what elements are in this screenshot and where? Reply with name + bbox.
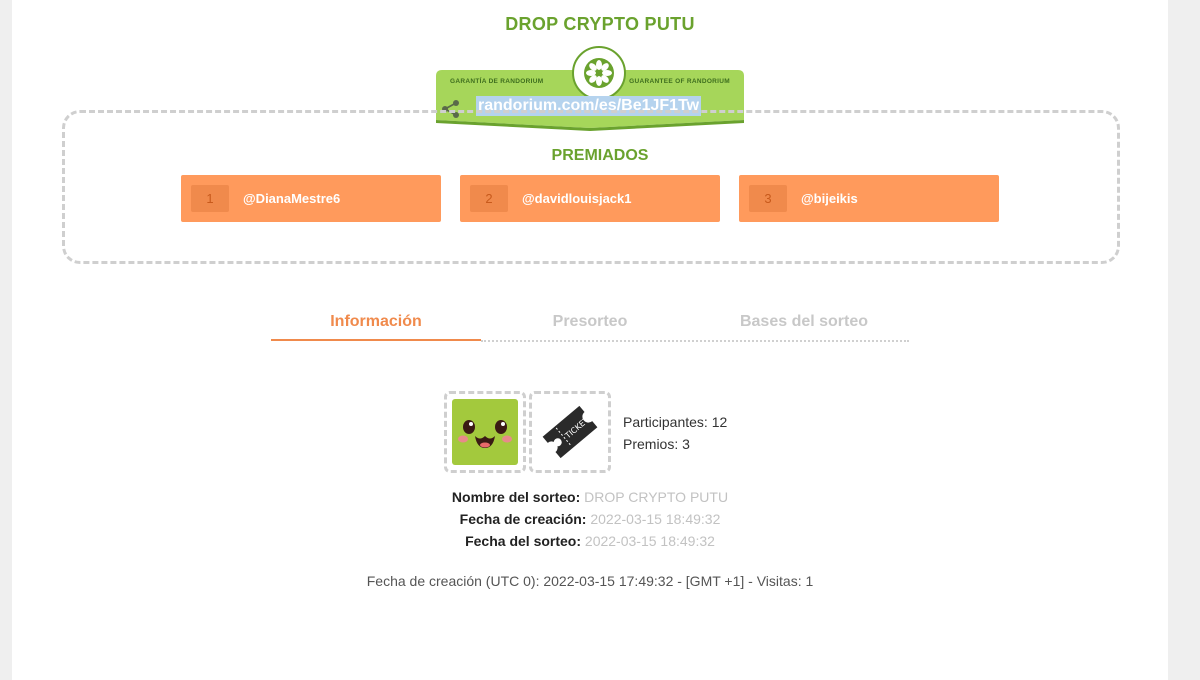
winner-name: @bijeikis bbox=[801, 191, 858, 206]
ticket-icon: TICKET bbox=[542, 405, 598, 459]
raffle-name-label: Nombre del sorteo: bbox=[451, 489, 581, 505]
winners-heading: PREMIADOS bbox=[551, 147, 649, 164]
footer-meta: Fecha de creación (UTC 0): 2022-03-15 17… bbox=[366, 573, 814, 589]
tab-divider bbox=[481, 340, 909, 342]
participants-count: Participantes: 12 bbox=[623, 414, 728, 430]
tab-active-indicator bbox=[271, 339, 481, 341]
creation-date-row: Fecha de creación: 2022-03-15 18:49:32 bbox=[0, 511, 1180, 527]
raffle-image-frame bbox=[444, 391, 526, 473]
winner-card[interactable]: 1 @DianaMestre6 bbox=[181, 175, 441, 222]
winners-panel bbox=[62, 110, 1120, 264]
raffle-name-value: DROP CRYPTO PUTU bbox=[584, 489, 729, 505]
draw-date-value: 2022-03-15 18:49:32 bbox=[584, 533, 715, 549]
guarantee-right-text: GUARANTEE OF RANDORIUM bbox=[629, 78, 730, 85]
winner-position: 3 bbox=[749, 185, 787, 212]
winner-card[interactable]: 3 @bijeikis bbox=[739, 175, 999, 222]
prizes-count: Premios: 3 bbox=[623, 436, 690, 452]
page-title: DROP CRYPTO PUTU bbox=[505, 14, 695, 34]
randorium-seal-icon bbox=[572, 46, 626, 100]
creation-date-value: 2022-03-15 18:49:32 bbox=[590, 511, 721, 527]
tab-bases-del-sorteo[interactable]: Bases del sorteo bbox=[739, 313, 869, 330]
draw-date-label: Fecha del sorteo: bbox=[465, 533, 582, 549]
creation-date-label: Fecha de creación: bbox=[459, 511, 587, 527]
guarantee-left-text: GARANTÍA DE RANDORIUM bbox=[450, 78, 544, 85]
winner-name: @davidlouisjack1 bbox=[522, 191, 632, 206]
winner-position: 1 bbox=[191, 185, 229, 212]
stats-block: Participantes: 12 Premios: 3 bbox=[623, 411, 727, 455]
raffle-name-row: Nombre del sorteo: DROP CRYPTO PUTU bbox=[0, 489, 1180, 505]
winner-position: 2 bbox=[470, 185, 508, 212]
tab-informacion[interactable]: Información bbox=[330, 313, 422, 330]
smiley-face-icon bbox=[452, 399, 518, 465]
ticket-image-frame: TICKET bbox=[529, 391, 611, 473]
draw-date-row: Fecha del sorteo: 2022-03-15 18:49:32 bbox=[0, 533, 1180, 549]
tab-presorteo[interactable]: Presorteo bbox=[552, 313, 628, 330]
winner-card[interactable]: 2 @davidlouisjack1 bbox=[460, 175, 720, 222]
winner-name: @DianaMestre6 bbox=[243, 191, 341, 206]
